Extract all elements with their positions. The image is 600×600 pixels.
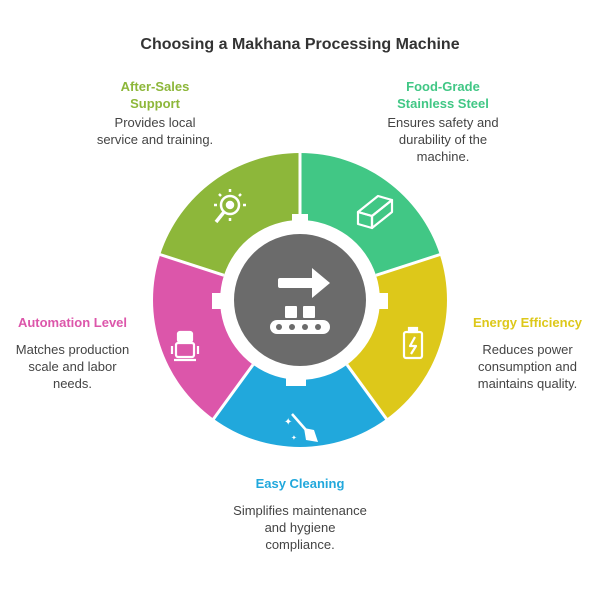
label-cleaning: Easy Cleaning Simplifies maintenance and… [230,475,370,553]
label-energy-desc: Reduces power consumption and maintains … [477,342,578,391]
robot-icon [170,330,200,362]
label-energy-head: Energy Efficiency [472,315,583,330]
gear-wrench-icon [214,189,246,224]
svg-text:✦: ✦ [291,434,297,442]
battery-charge-icon [402,326,424,360]
label-energy: Energy Efficiency Reduces power consumpt… [460,314,595,392]
center-hub [230,230,370,370]
label-after-sales-head: After-Sales Support [120,79,190,111]
label-automation-desc: Matches production scale and labor needs… [15,342,130,391]
broom-icon: ✦ ✦ [284,413,318,442]
label-cleaning-desc: Simplifies maintenance and hygiene compl… [233,503,367,552]
segment-food-grade [300,153,440,276]
page-title: Choosing a Makhana Processing Machine [140,36,460,53]
label-automation: Automation Level Matches production scal… [10,314,135,392]
segment-automation [153,254,253,419]
conveyor-arrow-icon [270,268,330,334]
label-after-sales-desc: Provides local service and training. [96,115,214,147]
segment-energy [347,254,447,419]
label-food-grade-head: Food-Grade Stainless Steel [397,79,489,111]
segment-cleaning [213,364,387,447]
svg-text:✦: ✦ [284,417,292,428]
label-cleaning-head: Easy Cleaning [255,476,345,491]
label-food-grade-desc: Ensures safety and durability of the mac… [387,115,499,164]
label-after-sales: After-Sales Support Provides local servi… [95,78,215,148]
steel-bar-icon [356,194,394,230]
label-food-grade: Food-Grade Stainless Steel Ensures safet… [378,78,508,165]
label-automation-head: Automation Level [17,315,128,330]
